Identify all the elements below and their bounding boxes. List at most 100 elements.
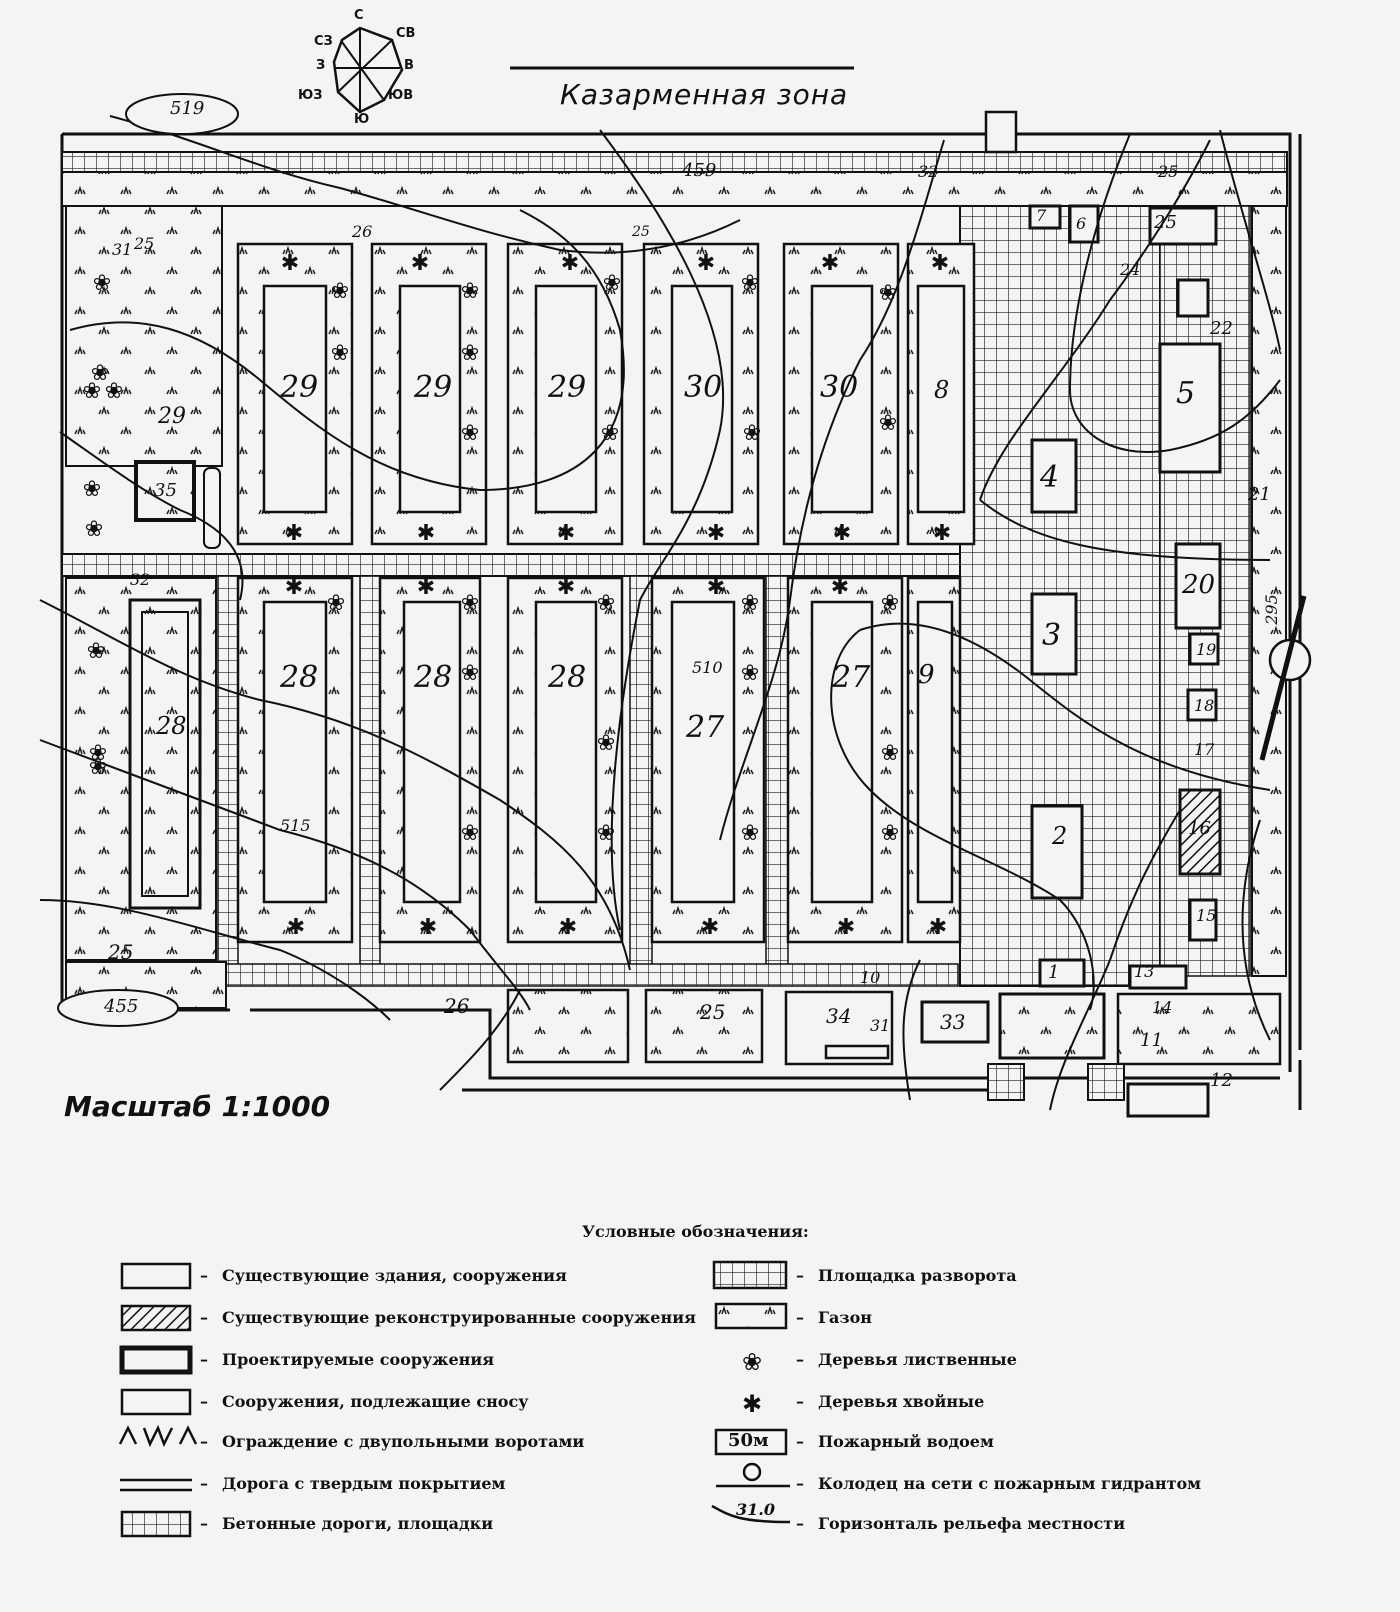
north-lawn <box>61 171 1288 207</box>
svg-text:❀: ❀ <box>603 271 621 296</box>
svg-text:❀: ❀ <box>461 821 479 846</box>
contour-label: 32 <box>918 162 939 181</box>
legend-item: –Сооружения, подлежащие сносу <box>200 1392 529 1411</box>
barracks-lower-row <box>236 576 962 944</box>
svg-text:❀: ❀ <box>83 477 101 502</box>
building-label: 19 <box>1196 640 1217 659</box>
contour-label: 510 <box>692 658 723 677</box>
building-label: 26 <box>444 994 470 1018</box>
svg-text:❀: ❀ <box>87 639 105 664</box>
elevation-oval-north <box>125 93 239 135</box>
building-label: 9 <box>918 660 935 690</box>
legend-item: –Площадка разворота <box>796 1266 1017 1285</box>
legend-item: –Горизонталь рельефа местности <box>796 1514 1126 1533</box>
compass-n-label: С <box>354 8 364 23</box>
building-label: 20 <box>1182 570 1216 600</box>
svg-text:✱: ✱ <box>742 1390 762 1418</box>
building-label: 16 <box>1188 818 1211 839</box>
svg-text:✱: ✱ <box>833 521 851 546</box>
svg-text:❀: ❀ <box>741 271 759 296</box>
building-label: 35 <box>154 480 177 501</box>
svg-text:✱: ✱ <box>557 575 575 600</box>
lower-road-1 <box>217 575 239 967</box>
building-28-west <box>128 598 202 910</box>
svg-text:✱: ✱ <box>417 521 435 546</box>
building-label: 29 <box>414 370 453 405</box>
building-label: 10 <box>860 968 881 987</box>
compass-w-label: З <box>316 58 326 73</box>
legend-item: –Проектируемые сооружения <box>200 1350 495 1369</box>
svg-text:❀: ❀ <box>461 279 479 304</box>
building-label: 15 <box>1196 906 1217 925</box>
west-park-north <box>65 205 223 467</box>
gate-pad-2 <box>1087 1063 1125 1101</box>
svg-text:✱: ✱ <box>707 575 725 600</box>
svg-text:✱: ✱ <box>933 521 951 546</box>
svg-text:❀: ❀ <box>741 821 759 846</box>
svg-text:❀: ❀ <box>105 379 123 404</box>
svg-text:❀: ❀ <box>881 821 899 846</box>
svg-text:❀: ❀ <box>331 341 349 366</box>
svg-text:✱: ✱ <box>701 915 719 940</box>
contour-label: 455 <box>104 996 139 1017</box>
legend-swatches <box>118 1260 791 1538</box>
svg-text:✱: ✱ <box>837 915 855 940</box>
compass-nw-label: СЗ <box>314 34 333 49</box>
svg-text:✱: ✱ <box>929 915 947 940</box>
east-lawn <box>1251 205 1287 977</box>
north-gate <box>984 110 1018 154</box>
svg-text:✱: ✱ <box>831 575 849 600</box>
svg-text:❀: ❀ <box>879 281 897 306</box>
svg-text:✱: ✱ <box>285 521 303 546</box>
building-label: 25 <box>1154 212 1177 233</box>
svg-text:✱: ✱ <box>559 915 577 940</box>
map-scale: Масштаб 1:1000 <box>64 1090 331 1123</box>
legend-item: –Существующие здания, сооружения <box>200 1266 567 1285</box>
building-label: 29 <box>280 370 319 405</box>
svg-text:✱: ✱ <box>697 251 715 276</box>
building-label: 33 <box>940 1010 966 1034</box>
svg-text:❀: ❀ <box>597 731 615 756</box>
legend-item: –Деревья хвойные <box>796 1392 985 1411</box>
svg-text:✱: ✱ <box>419 915 437 940</box>
building-label: 30 <box>820 370 859 405</box>
contour-label: 515 <box>280 816 311 835</box>
building-label: 6 <box>1076 214 1087 233</box>
contour-label: 519 <box>170 98 205 119</box>
svg-text:✱: ✱ <box>557 521 575 546</box>
svg-text:❀: ❀ <box>741 661 759 686</box>
building-label: 31 <box>870 1016 891 1035</box>
trees: ✱✱✱✱✱✱ ✱✱✱✱✱✱ ✱✱✱✱✱ ✱✱✱✱✱✱ ❀❀❀❀❀❀ ❀❀❀ ❀❀… <box>83 251 951 940</box>
legend-contour-label: 31.0 <box>736 1500 775 1519</box>
svg-text:✱: ✱ <box>411 251 429 276</box>
barracks-upper-row <box>236 242 976 546</box>
building-label: 3 <box>1042 618 1062 653</box>
building-label: 28 <box>156 712 187 740</box>
svg-text:❀: ❀ <box>741 591 759 616</box>
svg-text:❀: ❀ <box>597 821 615 846</box>
svg-text:✱: ✱ <box>561 251 579 276</box>
building-label: 32 <box>130 570 151 589</box>
north-road <box>61 151 1288 173</box>
svg-text:✱: ✱ <box>707 521 725 546</box>
gate-pad-1 <box>987 1063 1025 1101</box>
svg-text:❀: ❀ <box>91 361 109 386</box>
building-28-west-inner <box>141 611 189 897</box>
svg-text:✱: ✱ <box>287 915 305 940</box>
svg-text:❀: ❀ <box>331 279 349 304</box>
svg-text:✱: ✱ <box>281 251 299 276</box>
legend-tree-symbols: ❀ ✱ <box>742 1348 762 1418</box>
building-label: 28 <box>280 660 319 695</box>
contour-label: 459 <box>682 160 717 181</box>
building-label: 27 <box>832 660 871 695</box>
svg-text:❀: ❀ <box>461 591 479 616</box>
svg-text:✱: ✱ <box>821 251 839 276</box>
svg-text:❀: ❀ <box>601 421 619 446</box>
building-label: 5 <box>1176 376 1196 411</box>
compass-e-label: В <box>404 58 414 73</box>
contour-label: 295 <box>1261 594 1281 625</box>
legend-title: Условные обозначения: <box>582 1222 809 1241</box>
building-label: 4 <box>1040 460 1060 495</box>
building-label: 34 <box>826 1004 852 1028</box>
